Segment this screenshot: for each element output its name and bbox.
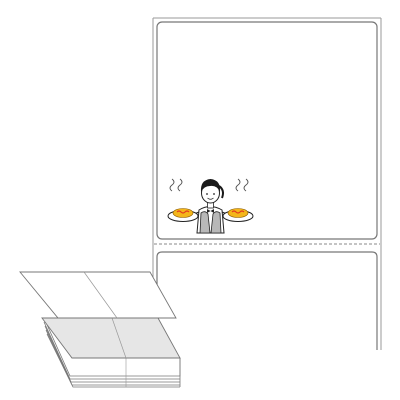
- waitress-with-omurice-icon: [167, 178, 254, 234]
- label-lower: [156, 251, 378, 350]
- fanfold-unfolding-sheet: [19, 271, 177, 319]
- fanfold-stack-icon: [19, 271, 181, 388]
- label-upper: [156, 21, 378, 240]
